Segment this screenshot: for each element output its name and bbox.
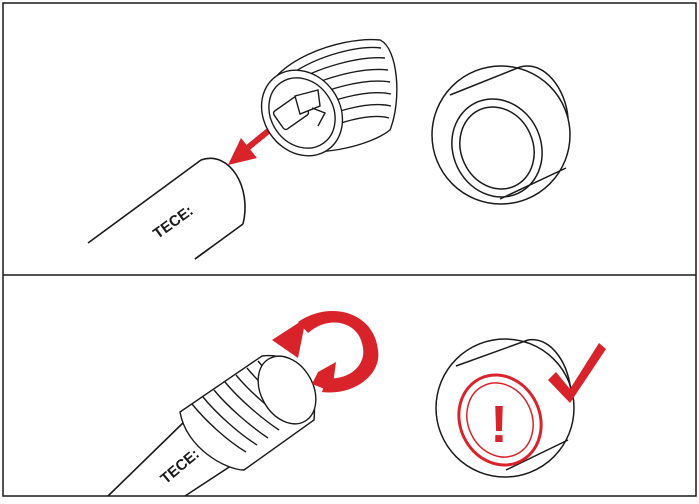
brand-label-bottom: TECE: [157, 446, 202, 488]
step-1-panel: TECE: [87, 38, 571, 260]
brand-label-top: TECE: [150, 202, 196, 242]
pipe-end-warning-icon: ! [435, 338, 575, 478]
checkmark-icon [548, 343, 606, 403]
pipe-end-detail-icon [431, 65, 571, 205]
threaded-fitting-bottom [179, 354, 317, 471]
rotate-arrow-icon [272, 311, 379, 393]
pipe-top [87, 157, 246, 260]
diagram-border [2, 2, 697, 497]
insert-arrow-icon [228, 125, 274, 165]
warning-exclamation: ! [490, 396, 507, 454]
step-2-panel: TECE: ! [107, 311, 606, 497]
threaded-fitting-top [260, 38, 398, 157]
